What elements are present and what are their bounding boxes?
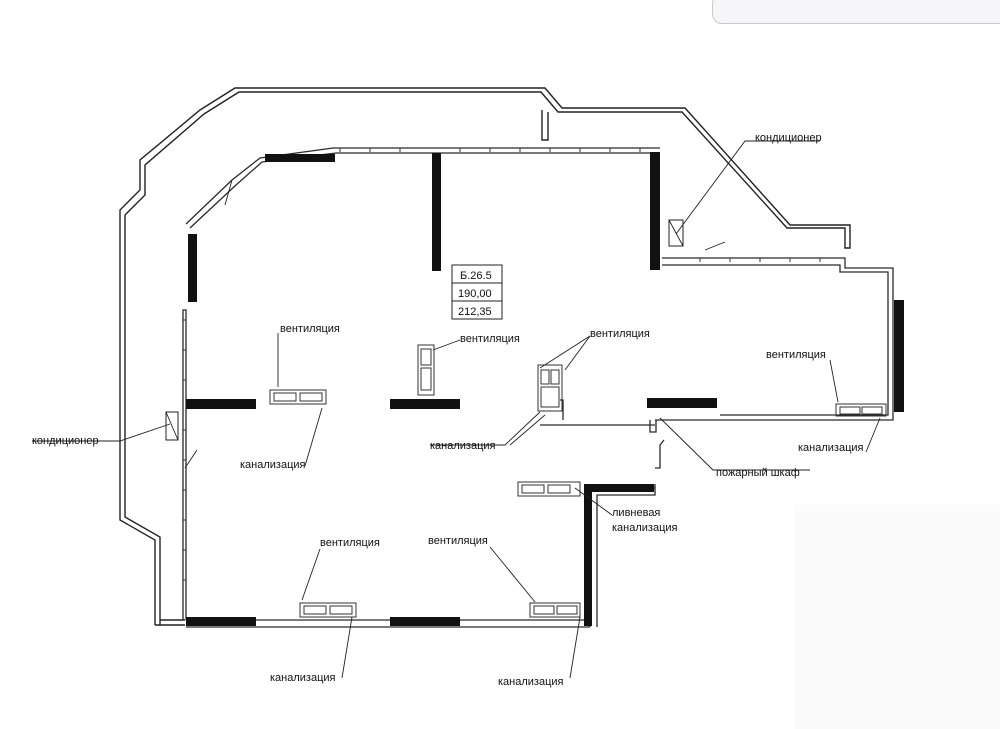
label-air-conditioner-left: кондиционер (32, 435, 99, 447)
label-sewage-2: канализация (430, 440, 496, 452)
column-top-left (265, 154, 335, 162)
wall-ticks (183, 148, 821, 581)
label-sewage-3: канализация (798, 442, 864, 454)
unit-area-1: 190,00 (458, 288, 492, 300)
plan-labels: кондиционер кондиционер вентиляция венти… (32, 132, 864, 688)
label-ventilation-4: вентиляция (766, 349, 826, 361)
label-storm-sewage-line2: канализация (612, 522, 678, 534)
unit-area-2: 212,35 (458, 306, 492, 318)
top-right-panel-edge (712, 0, 1000, 24)
label-sewage-4: канализация (270, 672, 336, 684)
label-ventilation-5: вентиляция (320, 537, 380, 549)
label-sewage-1: канализация (240, 459, 306, 471)
column-left-mid (186, 399, 256, 409)
faded-corner-area (795, 505, 1000, 729)
column-bottom-left (186, 617, 256, 626)
label-ventilation-3: вентиляция (590, 328, 650, 340)
column-fire-cabinet (647, 398, 717, 408)
structural-columns (186, 152, 904, 626)
label-sewage-5: канализация (498, 676, 564, 688)
fixtures (269, 344, 887, 618)
label-air-conditioner-top: кондиционер (755, 132, 822, 144)
label-ventilation-6: вентиляция (428, 535, 488, 547)
air-conditioner-units (165, 179, 726, 469)
unit-code: Б.26.5 (460, 270, 492, 282)
column-top-right (650, 152, 660, 270)
leader-lines (32, 140, 881, 679)
column-storm-vertical (584, 484, 592, 626)
label-ventilation-1: вентиляция (280, 323, 340, 335)
column-left-upper (188, 234, 197, 302)
column-bottom-center (390, 617, 460, 626)
label-ventilation-2: вентиляция (460, 333, 520, 345)
unit-info-table: Б.26.5 190,00 212,35 (451, 264, 503, 320)
column-center-mid (390, 399, 460, 409)
label-storm-sewage-line1: ливневая (612, 507, 660, 519)
column-right (894, 300, 904, 412)
column-storm-horizontal (584, 484, 654, 492)
label-fire-cabinet: пожарный шкаф (716, 467, 800, 479)
column-top-center (432, 153, 441, 271)
outer-facade (119, 87, 851, 626)
